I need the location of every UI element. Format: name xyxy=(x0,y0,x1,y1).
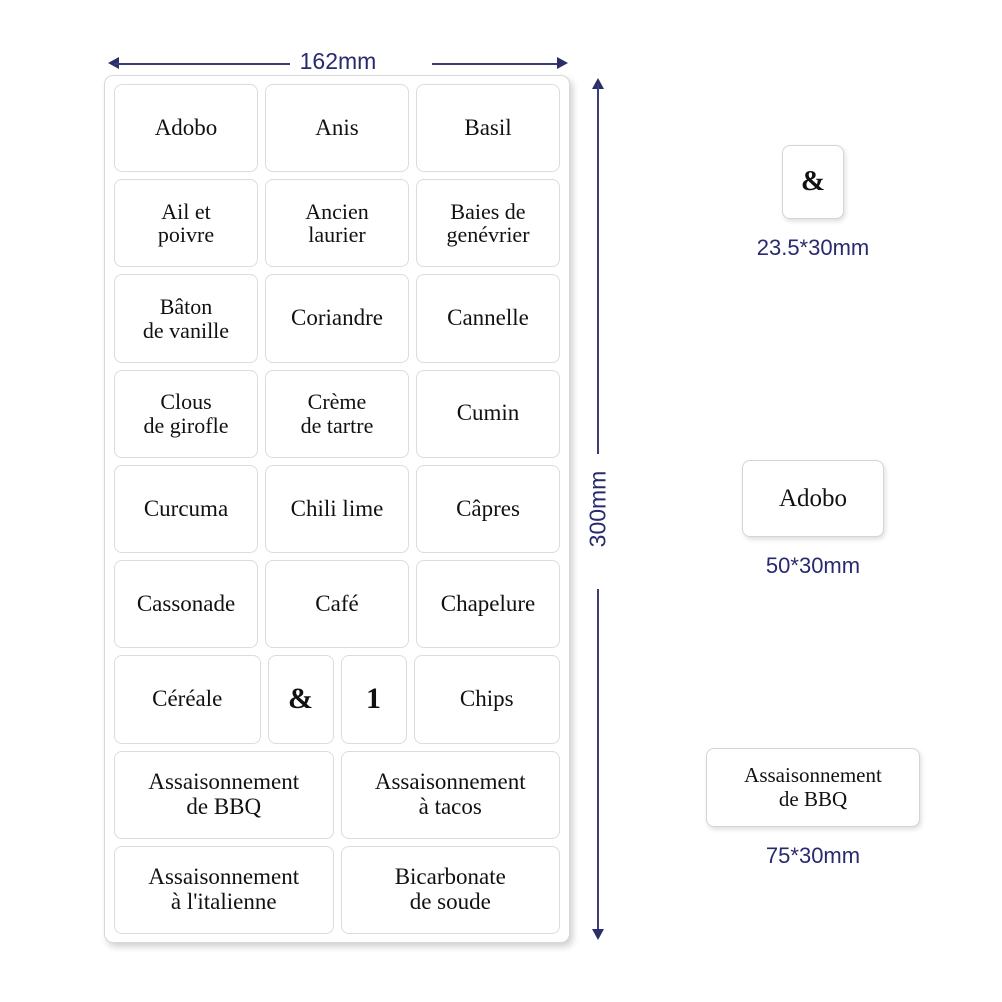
label-cell[interactable]: Assaisonnement de BBQ xyxy=(114,750,334,839)
label-row: Céréale & 1 Chips xyxy=(114,655,560,744)
arrow-up-icon xyxy=(591,78,604,89)
label-cell[interactable]: Clous de girofle xyxy=(114,369,258,458)
label-row: Cassonade Café Chapelure xyxy=(114,560,560,649)
sample-label-preview: Adobo xyxy=(742,460,884,537)
label-cell[interactable]: Câpres xyxy=(416,464,560,554)
size-sample-medium: Adobo 50*30mm xyxy=(700,460,926,579)
label-cell[interactable]: Anis xyxy=(265,84,409,173)
label-cell[interactable]: Céréale xyxy=(114,655,261,744)
sample-size-caption: 75*30mm xyxy=(765,843,861,868)
dimension-line-bottom xyxy=(597,589,599,934)
label-cell[interactable]: Café xyxy=(265,560,409,649)
label-cell[interactable]: Chili lime xyxy=(265,464,409,554)
arrow-right-icon xyxy=(557,57,568,69)
label-cell[interactable]: Ancien laurier xyxy=(265,179,409,268)
label-row: Adobo Anis Basil xyxy=(114,84,560,173)
arrow-down-icon xyxy=(591,929,604,940)
dimension-line-top xyxy=(597,84,599,454)
label-row: Assaisonnement à l'italienne Bicarbonate… xyxy=(114,845,560,934)
label-cell[interactable]: Curcuma xyxy=(114,464,258,554)
sample-size-caption: 23.5*30mm xyxy=(756,235,870,260)
label-cell[interactable]: Chapelure xyxy=(416,560,560,649)
label-cell[interactable]: Assaisonnement à tacos xyxy=(340,750,560,839)
sample-label-preview: Assaisonnement de BBQ xyxy=(706,748,920,827)
sample-size-caption: 50*30mm xyxy=(765,553,861,578)
label-cell[interactable]: Adobo xyxy=(114,84,258,173)
label-cell[interactable]: Cassonade xyxy=(114,560,258,649)
dimension-line-right xyxy=(432,63,562,65)
dimension-line-left xyxy=(114,63,290,65)
label-cell[interactable]: Crème de tartre xyxy=(265,369,409,458)
height-dimension-annotation: 300mm xyxy=(578,78,618,940)
label-row: Clous de girofle Crème de tartre Cumin xyxy=(114,369,560,458)
label-cell[interactable]: Coriandre xyxy=(265,274,409,363)
label-row: Ail et poivre Ancien laurier Baies de ge… xyxy=(114,179,560,268)
label-cell[interactable]: Baies de genévrier xyxy=(416,179,560,268)
label-cell[interactable]: Chips xyxy=(413,655,560,744)
label-cell-number[interactable]: 1 xyxy=(340,655,407,744)
height-dimension-label: 300mm xyxy=(584,470,611,548)
width-dimension-label: 162mm xyxy=(299,48,377,74)
sample-label-preview: & xyxy=(782,145,844,219)
label-cell[interactable]: Cumin xyxy=(416,369,560,458)
width-dimension-annotation: 162mm xyxy=(108,48,568,76)
size-sample-large: Assaisonnement de BBQ 75*30mm xyxy=(700,748,926,869)
label-row: Bâton de vanille Coriandre Cannelle xyxy=(114,274,560,363)
label-row: Curcuma Chili lime Câpres xyxy=(114,464,560,554)
arrow-left-icon xyxy=(108,57,119,69)
label-cell[interactable]: Bâton de vanille xyxy=(114,274,258,363)
label-cell[interactable]: Cannelle xyxy=(416,274,560,363)
label-cell[interactable]: Ail et poivre xyxy=(114,179,258,268)
size-sample-small: & 23.5*30mm xyxy=(700,145,926,261)
label-cell-ampersand[interactable]: & xyxy=(267,655,334,744)
label-cell[interactable]: Bicarbonate de soude xyxy=(340,845,560,934)
sticker-sheet: Adobo Anis Basil Ail et poivre Ancien la… xyxy=(104,75,570,943)
label-row: Assaisonnement de BBQ Assaisonnement à t… xyxy=(114,750,560,839)
label-cell[interactable]: Assaisonnement à l'italienne xyxy=(114,845,334,934)
label-cell[interactable]: Basil xyxy=(416,84,560,173)
label-grid: Adobo Anis Basil Ail et poivre Ancien la… xyxy=(114,84,560,934)
